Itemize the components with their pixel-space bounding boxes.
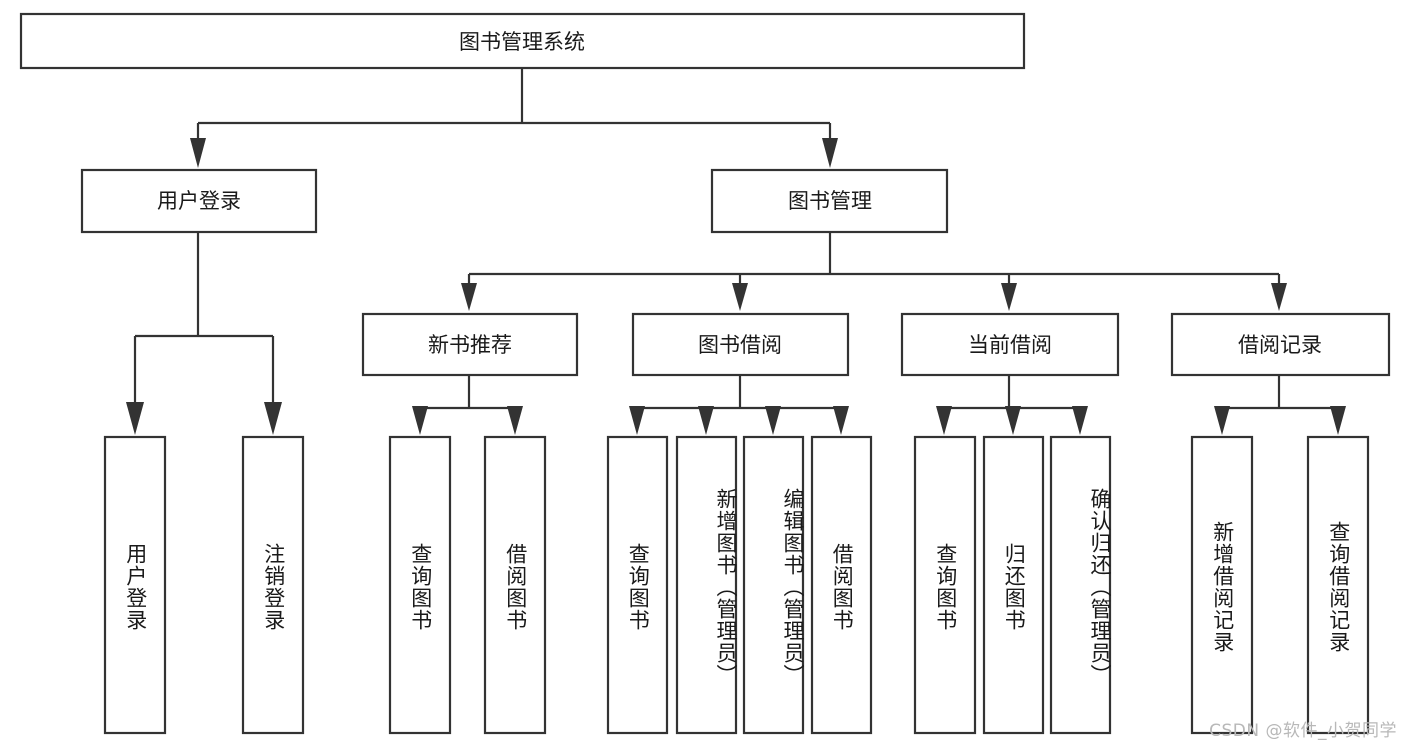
leaf-box-user-login-1[interactable] <box>241 435 305 735</box>
node-label-book-borrow: 图书借阅 <box>698 333 782 357</box>
connector-group-book-manage <box>461 232 1287 311</box>
arrow-head-book-borrow-leaf1 <box>698 406 714 435</box>
arrow-head-borrow-record-leaf1 <box>1330 406 1346 435</box>
node-box-book-borrow[interactable] <box>631 312 850 377</box>
arrow-head-new-book-leaf0 <box>412 406 428 435</box>
node-box-borrow-record[interactable] <box>1170 312 1391 377</box>
leaf-box-book-borrow-2[interactable] <box>742 435 805 735</box>
leaf-box-current-borrow-1[interactable] <box>982 435 1045 735</box>
connector-group-borrow-record-leaves <box>1214 375 1346 435</box>
arrow-head-current-borrow <box>1001 283 1017 311</box>
arrow-head-user-login-leaf1 <box>264 402 282 435</box>
arrow-head-book-manage <box>822 138 838 168</box>
leaf-box-book-borrow-1[interactable] <box>675 435 738 735</box>
node-box-new-book-recommend[interactable] <box>361 312 579 377</box>
arrow-head-new-book <box>461 283 477 311</box>
leaf-box-new-book-0[interactable] <box>388 435 452 735</box>
leaf-box-current-borrow-2[interactable] <box>1049 435 1112 735</box>
leaf-box-borrow-record-1[interactable] <box>1306 435 1370 735</box>
arrow-head-current-borrow-leaf1 <box>1005 406 1021 435</box>
node-label-root: 图书管理系统 <box>459 30 585 54</box>
arrow-head-user-login-leaf0 <box>126 402 144 435</box>
arrow-head-book-borrow-leaf3 <box>833 406 849 435</box>
node-box-root[interactable] <box>19 12 1026 70</box>
node-box-current-borrow[interactable] <box>900 312 1120 377</box>
connector-group-new-book-leaves <box>412 375 523 435</box>
csdn-watermark: CSDN @软件_小贺同学 <box>1209 721 1397 741</box>
node-label-user-login: 用户登录 <box>157 189 241 213</box>
node-label-borrow-record: 借阅记录 <box>1238 333 1322 357</box>
node-box-user-login[interactable] <box>80 168 318 234</box>
leaf-box-new-book-1[interactable] <box>483 435 547 735</box>
connector-group-current-borrow-leaves <box>936 375 1088 435</box>
arrow-head-book-borrow <box>732 283 748 311</box>
arrow-head-user-login <box>190 138 206 168</box>
arrow-head-current-borrow-leaf0 <box>936 406 952 435</box>
connector-group-root <box>190 69 838 168</box>
connector-group-book-borrow-leaves <box>629 375 849 435</box>
leaf-box-current-borrow-0[interactable] <box>913 435 977 735</box>
node-label-current-borrow: 当前借阅 <box>968 333 1052 357</box>
leaf-box-book-borrow-0[interactable] <box>606 435 669 735</box>
leaf-box-user-login-0[interactable] <box>103 435 167 735</box>
arrow-head-book-borrow-leaf0 <box>629 406 645 435</box>
node-box-book-manage[interactable] <box>710 168 949 234</box>
connector-group-user-login-leaves <box>126 232 282 435</box>
node-label-book-manage: 图书管理 <box>788 189 872 213</box>
arrow-head-borrow-record-leaf0 <box>1214 406 1230 435</box>
arrow-head-borrow-record <box>1271 283 1287 311</box>
leaf-box-borrow-record-0[interactable] <box>1190 435 1254 735</box>
arrow-head-new-book-leaf1 <box>507 406 523 435</box>
arrow-head-book-borrow-leaf2 <box>765 406 781 435</box>
node-label-new-book-recommend: 新书推荐 <box>428 333 512 357</box>
arrow-head-current-borrow-leaf2 <box>1072 406 1088 435</box>
leaf-box-book-borrow-3[interactable] <box>810 435 873 735</box>
